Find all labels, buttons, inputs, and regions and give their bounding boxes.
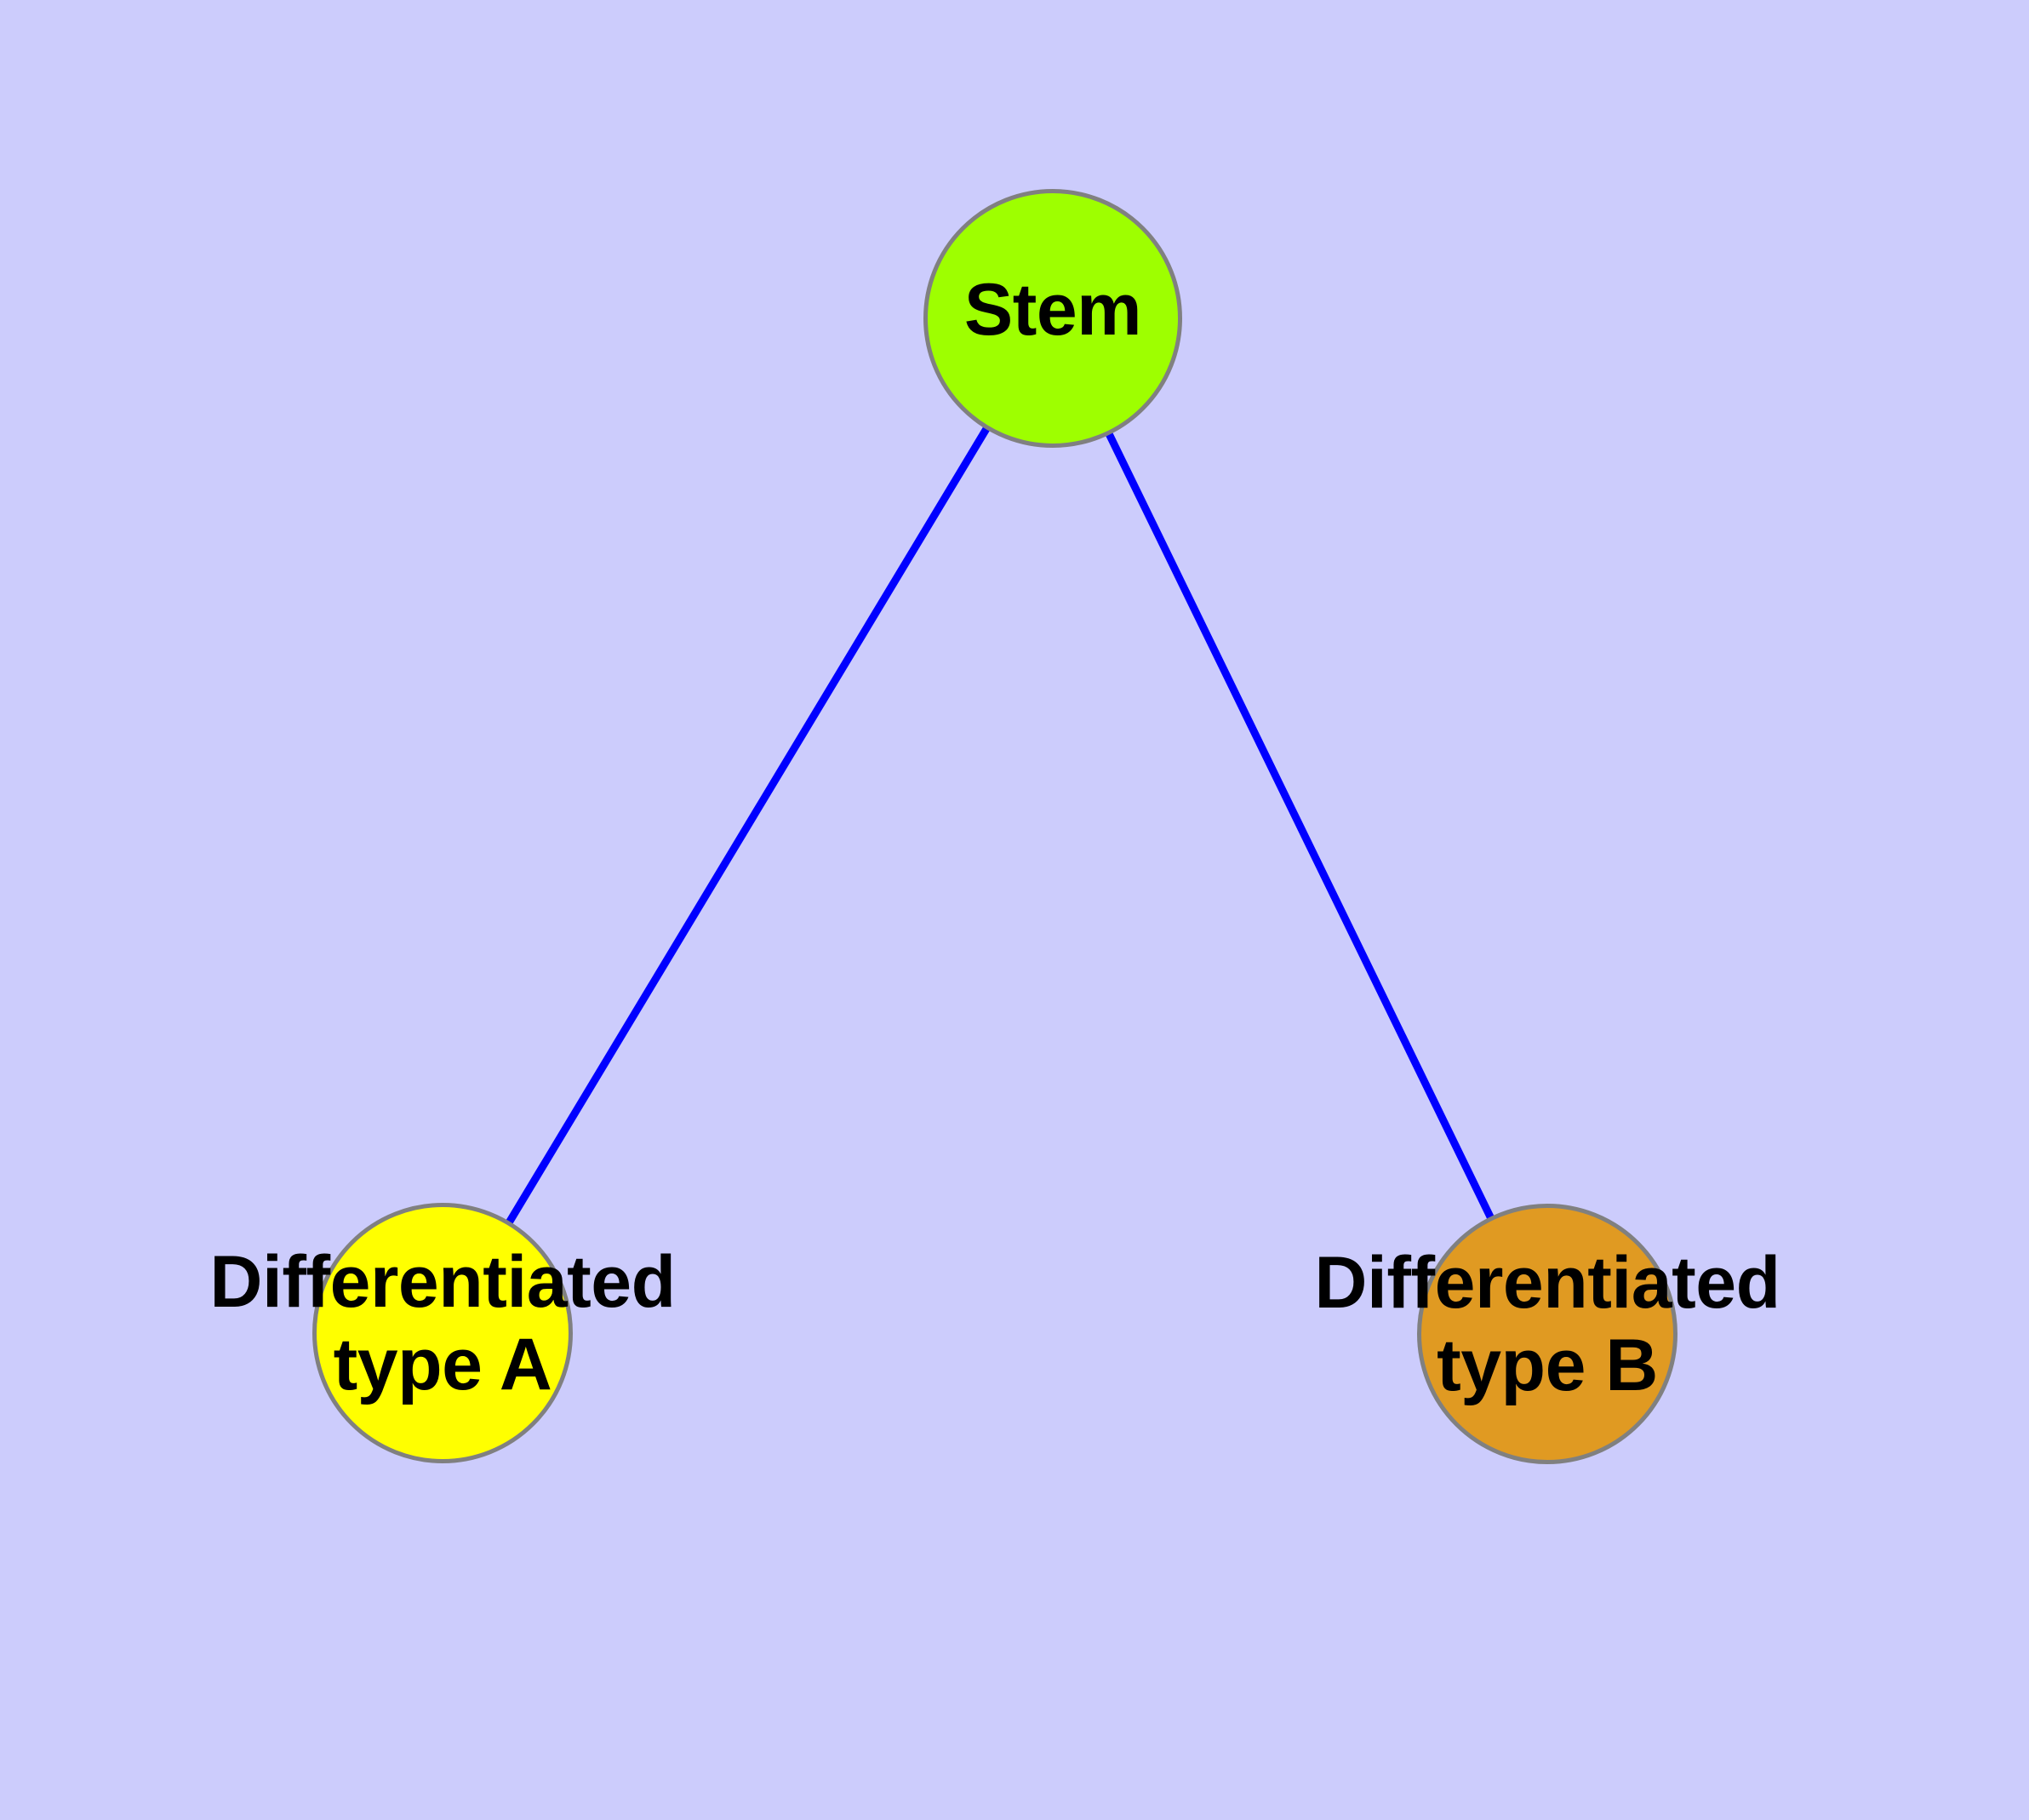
edge-stem-to-differentiated-type-a [439,316,1056,1336]
node-stem-circle[interactable] [923,189,1182,448]
edge-stem-to-differentiated-type-b [1049,317,1552,1336]
node-differentiated-type-a-circle[interactable] [312,1203,573,1463]
node-differentiated-type-b-circle[interactable] [1417,1204,1677,1464]
